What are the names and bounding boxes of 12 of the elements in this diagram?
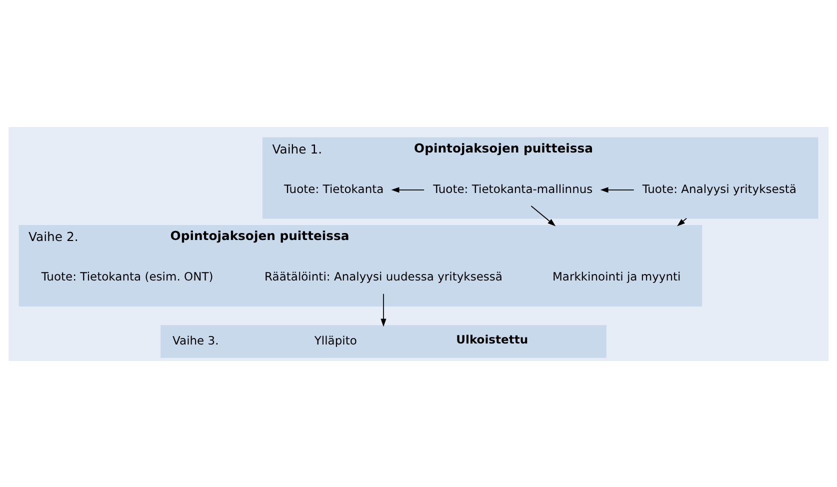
- arrow: [677, 217, 687, 226]
- node-box: Vaihe 3. Ylläpito Ulkoistettu: [160, 324, 606, 358]
- node-text: Räätälöinti: Analyysi uudessa yrityksessä: [264, 269, 502, 284]
- node-text: Tuote: Tietokanta-mallinnus: [433, 181, 593, 196]
- arrow: [600, 186, 634, 192]
- node-text: Markkinointi ja myynti: [552, 269, 681, 284]
- arrow: [530, 205, 556, 226]
- node-text: Tuote: Tietokanta (esim. ONT): [41, 269, 214, 284]
- arrow: [380, 292, 386, 326]
- arrow: [391, 186, 425, 192]
- node-text: Tuote: Analyysi yrityksestä: [642, 181, 796, 196]
- node-text: Tuote: Tietokanta: [284, 181, 384, 196]
